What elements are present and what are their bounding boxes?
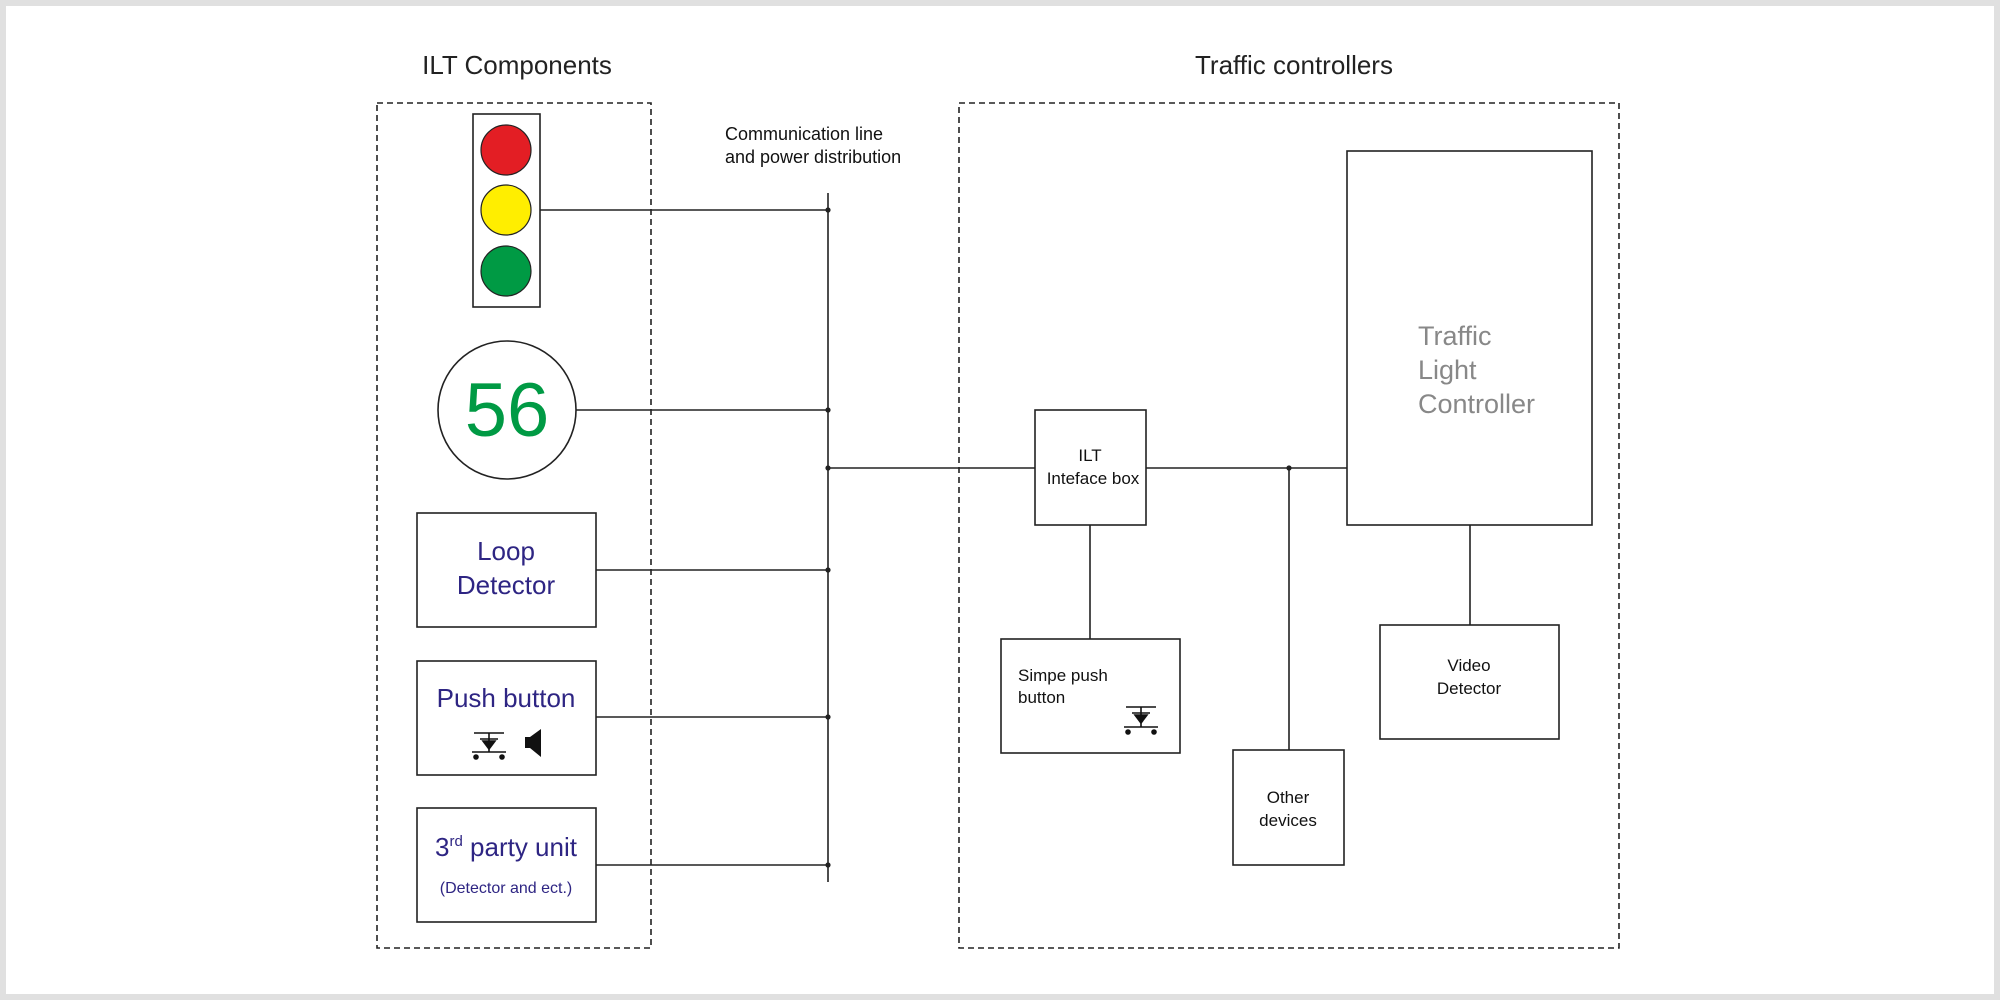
third-party-sublabel: (Detector and ect.) — [440, 880, 573, 897]
loop-detector-label-line1: Loop — [477, 536, 535, 566]
ilt-components-group — [376, 102, 652, 949]
other-devices-label-line2: devices — [1259, 811, 1317, 830]
interface-box-label-line2: Inteface box — [1047, 469, 1140, 488]
controller-junction-dot — [1286, 465, 1292, 471]
traffic-light-controller-box: Traffic Light Controller — [1346, 150, 1593, 526]
controller-label-line3: Controller — [1418, 389, 1535, 419]
traffic-controllers-title: Traffic controllers — [1195, 50, 1393, 80]
countdown-value: 56 — [465, 368, 550, 453]
loop-detector-box: Loop Detector — [416, 512, 597, 628]
controller-label-line1: Traffic — [1418, 321, 1492, 351]
traffic-controllers-group — [958, 102, 1620, 949]
third-party-label: 3rd party unit — [435, 832, 578, 862]
other-devices-box: Other devices — [1232, 749, 1345, 866]
tactile-button-icon — [1124, 706, 1158, 735]
simple-push-button-box: Simpe push button — [1000, 638, 1181, 754]
bus-label-line1: Communication line — [725, 124, 883, 144]
push-button-box: Push button — [416, 660, 597, 776]
loop-detector-label-line2: Detector — [457, 570, 556, 600]
controller-label-line2: Light — [1418, 355, 1477, 385]
video-detector-box: Video Detector — [1379, 624, 1560, 740]
ilt-components-title: ILT Components — [422, 50, 612, 80]
simple-push-button-label-line2: button — [1018, 688, 1065, 707]
video-detector-label-line2: Detector — [1437, 679, 1502, 698]
tactile-button-icon — [472, 732, 506, 760]
video-detector-label-line1: Video — [1447, 656, 1490, 675]
green-light-icon — [480, 245, 532, 297]
interface-box-label-line1: ILT — [1078, 446, 1101, 465]
controller-connectors — [1089, 467, 1471, 750]
yellow-light-icon — [480, 184, 532, 236]
traffic-light-icon — [472, 113, 541, 308]
speaker-icon — [525, 729, 541, 757]
bus-label-line2: and power distribution — [725, 147, 901, 167]
bus-junction-dots — [825, 207, 831, 868]
ilt-interface-box: ILT Inteface box — [1034, 409, 1147, 526]
third-party-unit-box: 3rd party unit (Detector and ect.) — [416, 807, 597, 923]
countdown-display: 56 — [437, 340, 577, 480]
bus-connectors — [540, 209, 1035, 866]
simple-push-button-label-line1: Simpe push — [1018, 666, 1108, 685]
other-devices-label-line1: Other — [1267, 788, 1310, 807]
red-light-icon — [480, 124, 532, 176]
push-button-label: Push button — [437, 683, 576, 713]
